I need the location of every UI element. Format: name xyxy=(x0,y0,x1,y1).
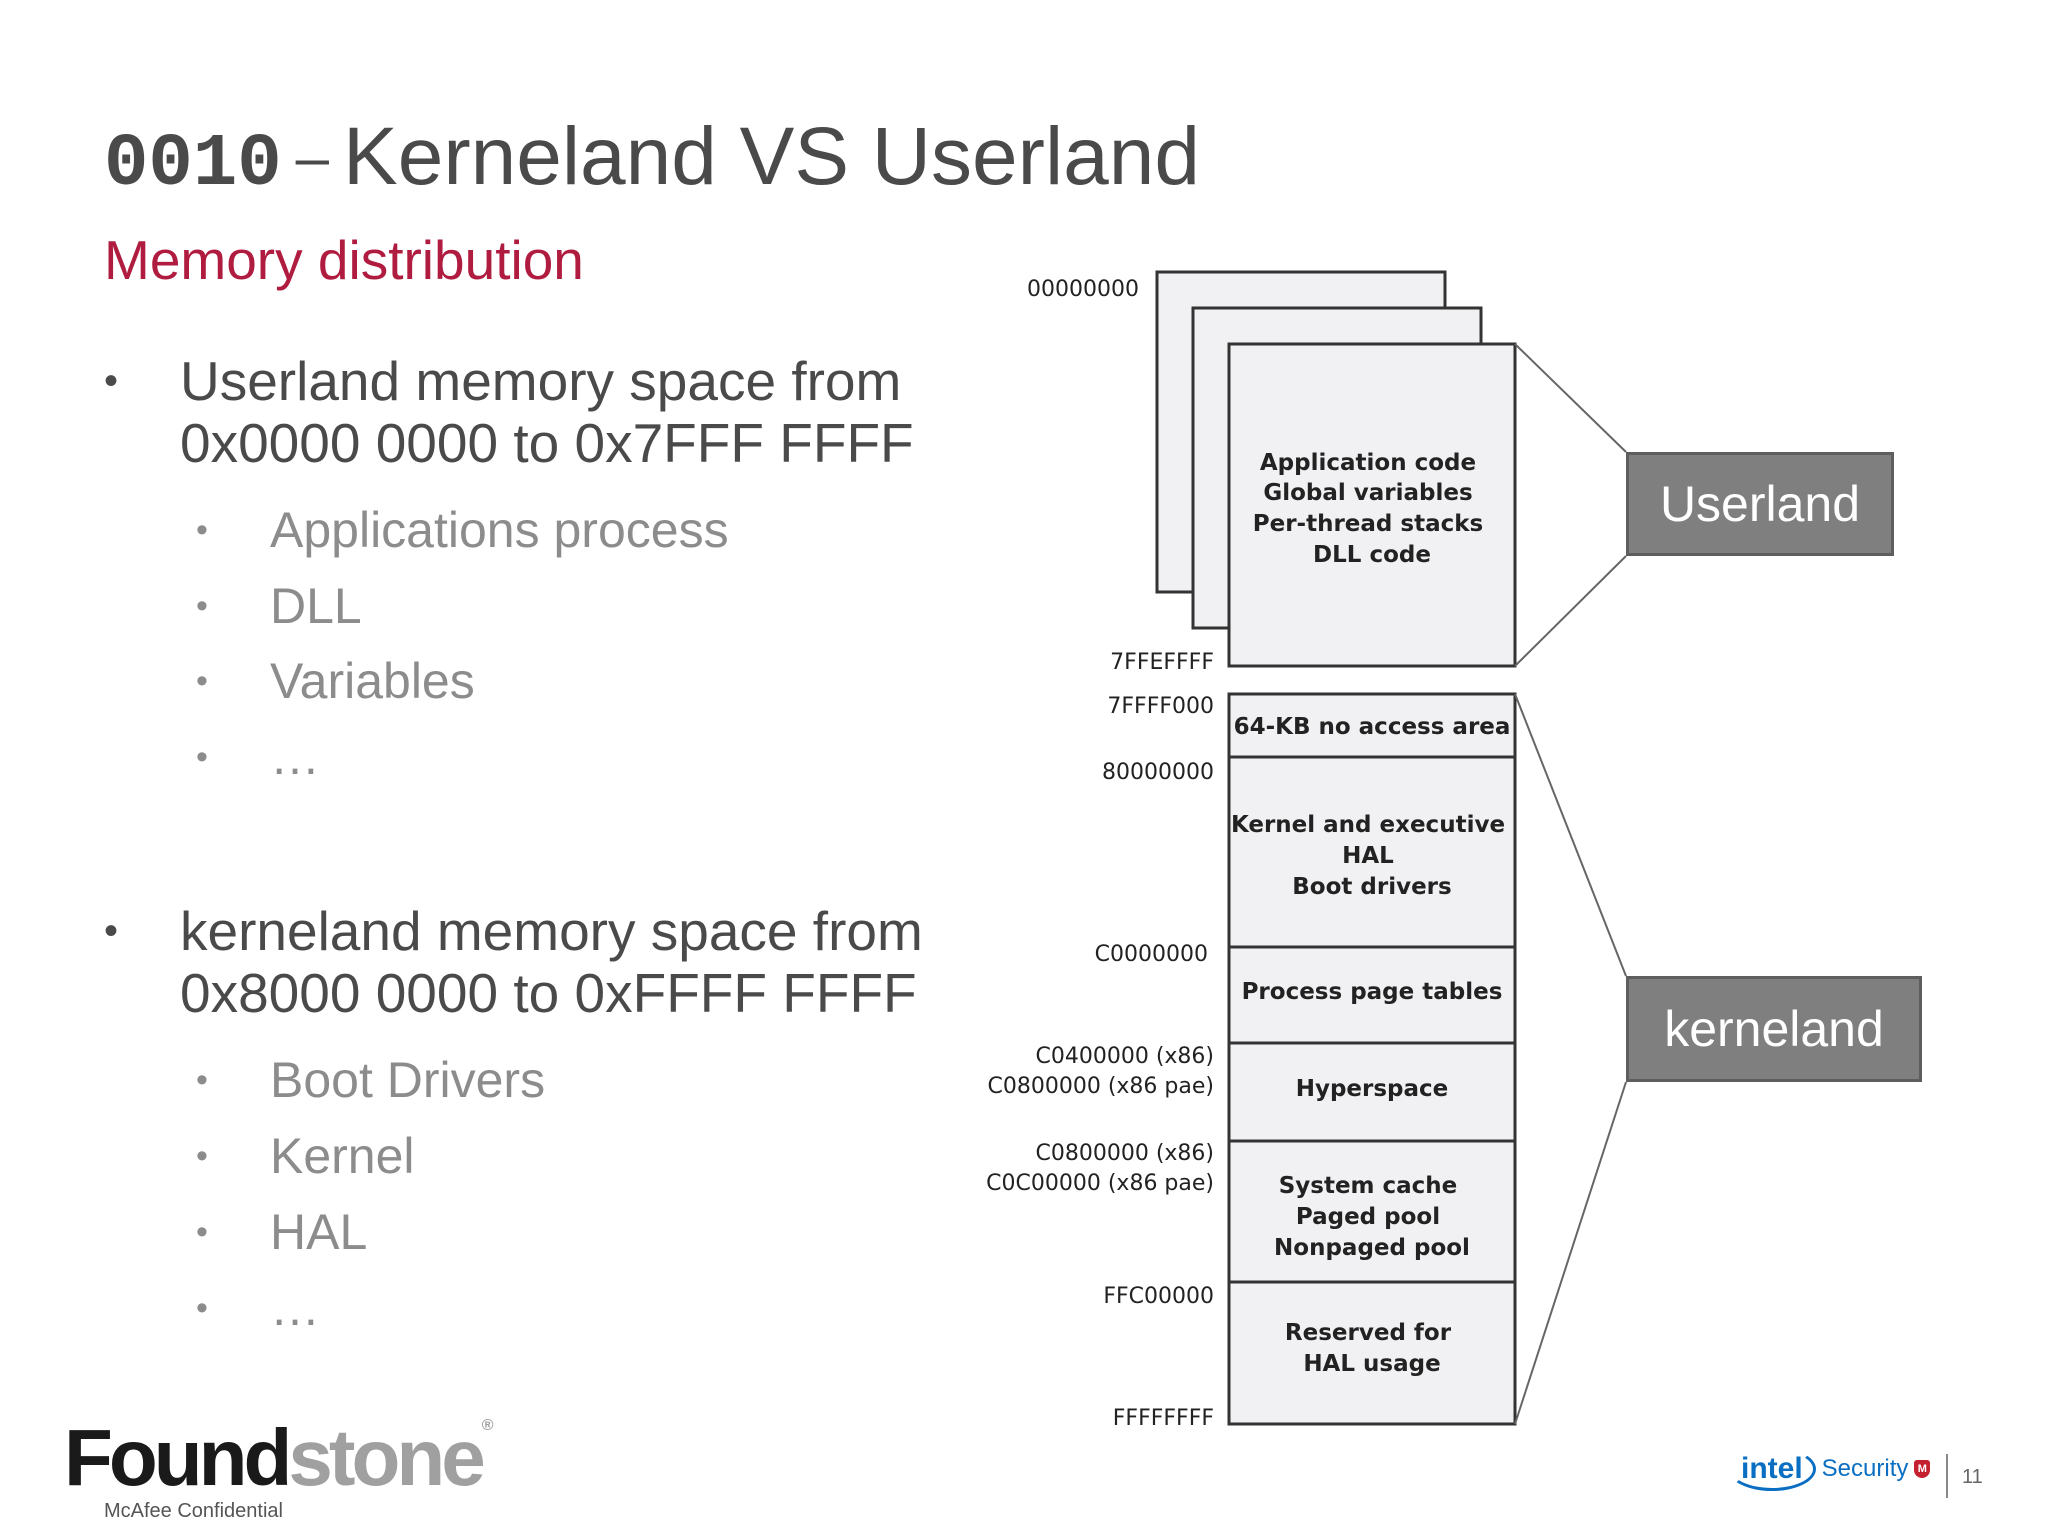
bullet-userland: Userland memory space from 0x0000 0000 t… xyxy=(104,350,980,474)
page-number: 11 xyxy=(1962,1466,1983,1488)
confidential-notice: McAfee Confidential xyxy=(104,1500,283,1522)
user-page-front xyxy=(1227,342,1517,668)
bullet-kerneland-line1: kerneland memory space from xyxy=(180,900,923,962)
sub-bullet: HAL xyxy=(196,1202,367,1262)
sub-bullet: … xyxy=(196,727,320,787)
sub-bullet: Boot Drivers xyxy=(196,1050,545,1110)
cache-block-line: Nonpaged pool xyxy=(1274,1235,1470,1261)
intel-security-logo: intel Security M xyxy=(1728,1444,1931,1494)
logo-registered-mark: ® xyxy=(481,1417,494,1434)
hyperspace-block: Hyperspace xyxy=(1296,1076,1449,1102)
userland-label: Userland xyxy=(1626,452,1894,556)
reserved-block-line: HAL usage xyxy=(1303,1351,1440,1377)
bullet-kerneland: kerneland memory space from 0x8000 0000 … xyxy=(104,900,980,1024)
logo-part-stone: stone xyxy=(288,1413,485,1502)
sub-bullet: Applications process xyxy=(196,500,729,560)
cache-block-line: System cache xyxy=(1279,1173,1458,1199)
cache-block: System cache Paged pool Nonpaged pool xyxy=(1274,1173,1470,1261)
mcafee-shield-icon: M xyxy=(1914,1460,1931,1478)
pagetables-block: Process page tables xyxy=(1242,979,1503,1005)
address-label: 7FFFF000 xyxy=(1107,694,1214,719)
kernel-block: Kernel and executive HAL Boot drivers xyxy=(1231,812,1513,900)
footer-divider xyxy=(1946,1454,1948,1498)
kerneland-connector-bottom xyxy=(1514,1081,1627,1425)
address-label: 80000000 xyxy=(1102,760,1214,785)
kerneland-label: kerneland xyxy=(1626,976,1922,1082)
noaccess-block: 64-KB no access area xyxy=(1234,714,1511,740)
logo-part-found: Found xyxy=(64,1413,292,1502)
user-block-text: Application code Global variables Per-th… xyxy=(1253,450,1492,568)
title-code: 0010 xyxy=(104,123,282,207)
address-label: C0C00000 (x86 pae) xyxy=(986,1171,1214,1196)
title-text: Kerneland VS Userland xyxy=(343,111,1200,202)
kernel-block-line: HAL xyxy=(1342,843,1394,869)
address-label: C0000000 xyxy=(1095,942,1208,967)
title-dash: – xyxy=(295,124,330,191)
reserved-block-line: Reserved for xyxy=(1285,1320,1452,1346)
user-block-line: Per-thread stacks xyxy=(1253,511,1483,537)
userland-connector-bottom xyxy=(1514,555,1627,667)
slide-title: 0010–Kerneland VS Userland xyxy=(104,110,1200,207)
kernel-block-line: Boot drivers xyxy=(1292,874,1451,900)
sub-bullet: Variables xyxy=(196,651,475,711)
bullet-userland-line1: Userland memory space from xyxy=(180,350,902,412)
address-label: 7FFEFFFF xyxy=(1110,650,1214,675)
bullet-userland-line2: 0x0000 0000 to 0x7FFF FFFF xyxy=(180,412,914,474)
foundstone-logo: Foundstone® xyxy=(64,1418,494,1498)
kerneland-connector-top xyxy=(1514,693,1627,977)
address-label: C0800000 (x86) xyxy=(1035,1141,1214,1166)
address-label: FFFFFFFF xyxy=(1113,1406,1214,1431)
slide-subtitle: Memory distribution xyxy=(104,229,584,291)
sub-bullet: DLL xyxy=(196,576,362,636)
user-block-line: Application code xyxy=(1260,450,1476,476)
address-label: 00000000 xyxy=(1027,277,1139,302)
reserved-block: Reserved for HAL usage xyxy=(1285,1320,1459,1377)
kernel-block-line: Kernel and executive xyxy=(1231,812,1505,838)
intel-logo: intel xyxy=(1728,1447,1816,1491)
address-label: FFC00000 xyxy=(1103,1284,1214,1309)
sub-bullet: … xyxy=(196,1278,320,1338)
user-block-line: DLL code xyxy=(1313,542,1431,568)
userland-connector-top xyxy=(1514,343,1627,453)
security-text: Security xyxy=(1821,1455,1909,1482)
sub-bullet: Kernel xyxy=(196,1126,414,1186)
cache-block-line: Paged pool xyxy=(1296,1204,1440,1230)
kernel-column xyxy=(1227,692,1517,1426)
address-label: C0800000 (x86 pae) xyxy=(988,1074,1215,1099)
bullet-kerneland-line2: 0x8000 0000 to 0xFFFF FFFF xyxy=(180,962,917,1024)
user-block-line: Global variables xyxy=(1263,480,1472,506)
address-label: C0400000 (x86) xyxy=(1035,1044,1214,1069)
